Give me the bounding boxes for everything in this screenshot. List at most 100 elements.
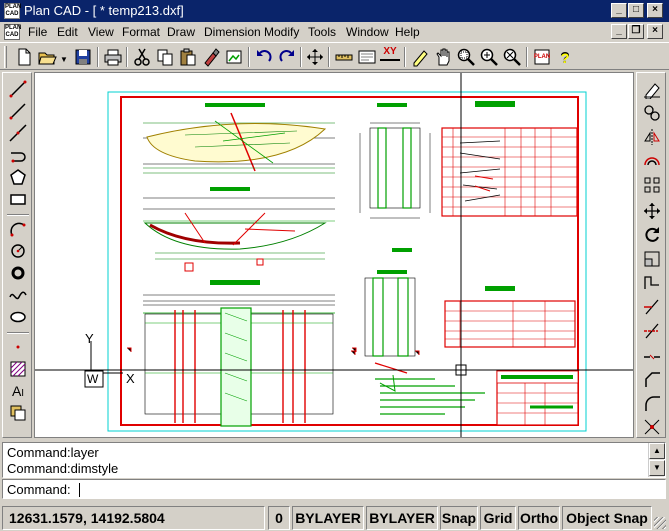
chamfer-icon[interactable] xyxy=(642,369,662,389)
offset-icon[interactable] xyxy=(642,151,662,171)
save-icon[interactable] xyxy=(73,47,93,67)
print-icon[interactable] xyxy=(103,47,123,67)
array-icon[interactable] xyxy=(642,175,662,195)
grid-toggle[interactable]: Grid xyxy=(480,506,516,530)
elevation-view-1[interactable] xyxy=(143,187,335,272)
menu-format[interactable]: Format xyxy=(122,25,161,39)
pan-3d-icon[interactable] xyxy=(305,47,325,67)
command-line[interactable]: Command: xyxy=(2,479,666,499)
spline-icon[interactable] xyxy=(8,285,28,305)
document-restore-button[interactable]: ❐ xyxy=(628,24,644,39)
match-properties-icon[interactable] xyxy=(201,47,221,67)
help-icon[interactable]: ?? xyxy=(555,47,575,67)
text-icon[interactable]: AI xyxy=(11,383,25,399)
snap-toggle[interactable]: Snap xyxy=(440,506,478,530)
current-layer[interactable]: 0 xyxy=(268,506,290,530)
undo-icon[interactable] xyxy=(254,47,274,67)
point-icon[interactable] xyxy=(8,337,28,357)
circle-icon[interactable] xyxy=(8,241,28,261)
zoom-extents-icon[interactable] xyxy=(502,47,522,67)
measure-icon[interactable] xyxy=(334,47,354,67)
zoom-realtime-icon[interactable] xyxy=(479,47,499,67)
toolbar-grip[interactable] xyxy=(4,46,7,68)
open-dropdown-arrow[interactable]: ▼ xyxy=(60,55,68,64)
extend-icon[interactable] xyxy=(642,321,662,341)
current-color[interactable]: BYLAYER xyxy=(292,506,364,530)
hatch-icon[interactable] xyxy=(8,359,28,379)
title-block[interactable] xyxy=(496,370,579,426)
erase-icon[interactable] xyxy=(642,79,662,99)
drawing-frame[interactable] xyxy=(120,96,579,426)
rectangle-icon[interactable] xyxy=(8,189,28,209)
copy-icon[interactable] xyxy=(155,47,175,67)
ellipse-icon[interactable] xyxy=(8,307,28,327)
menu-dimension[interactable]: Dimension xyxy=(204,25,261,39)
command-history[interactable]: Command:layer Command:dimstyle ▲ ▼ xyxy=(2,442,666,478)
close-button[interactable]: × xyxy=(647,3,663,18)
ray-icon[interactable] xyxy=(8,101,28,121)
bill-of-materials-table[interactable] xyxy=(441,101,578,217)
stretch-icon[interactable] xyxy=(642,273,662,293)
explode-icon[interactable] xyxy=(642,417,662,437)
menu-draw[interactable]: Draw xyxy=(167,25,196,39)
trim-icon[interactable] xyxy=(642,297,662,317)
paint-icon[interactable] xyxy=(224,47,244,67)
pan-hand-icon[interactable] xyxy=(433,47,453,67)
menu-view[interactable]: View xyxy=(88,25,114,39)
menu-file[interactable]: File xyxy=(28,25,48,39)
redo-icon[interactable] xyxy=(277,47,297,67)
move-icon[interactable] xyxy=(642,201,662,221)
polyline-icon[interactable] xyxy=(8,145,28,165)
ortho-toggle[interactable]: Ortho xyxy=(518,506,560,530)
open-file-icon[interactable] xyxy=(37,47,57,67)
minimize-button[interactable]: _ xyxy=(611,3,627,18)
menu-edit[interactable]: Edit xyxy=(57,25,78,39)
polygon-icon[interactable] xyxy=(8,167,28,187)
new-file-icon[interactable] xyxy=(14,47,34,67)
insert-block-icon[interactable] xyxy=(8,403,28,423)
command-history-line: Command:layer xyxy=(7,445,99,460)
resize-grip[interactable] xyxy=(654,517,666,529)
maximize-button[interactable]: □ xyxy=(628,3,644,18)
zoom-window-icon[interactable] xyxy=(456,47,476,67)
edit-text-icon[interactable] xyxy=(410,47,430,67)
command-input[interactable] xyxy=(79,481,639,497)
object-properties-icon[interactable] xyxy=(357,47,377,67)
detail-view-bottom[interactable] xyxy=(351,270,420,392)
command-history-scrollbar[interactable]: ▲ ▼ xyxy=(648,443,665,477)
plan-view[interactable] xyxy=(143,103,335,174)
line-icon[interactable] xyxy=(8,79,28,99)
current-linetype[interactable]: BYLAYER xyxy=(366,506,438,530)
scale-icon[interactable] xyxy=(642,249,662,269)
ucs-icon xyxy=(84,341,123,388)
cad-info-icon[interactable]: PLAN xyxy=(532,47,552,67)
drawing-canvas[interactable]: Y X W xyxy=(34,72,634,438)
section-view[interactable] xyxy=(127,280,357,427)
document-close-button[interactable]: × xyxy=(647,24,663,39)
copy-object-icon[interactable] xyxy=(642,103,662,123)
document-minimize-button[interactable]: _ xyxy=(611,24,627,39)
fillet-icon[interactable] xyxy=(642,393,662,413)
donut-icon[interactable] xyxy=(8,263,28,283)
notes-table[interactable] xyxy=(444,286,576,348)
menu-tools[interactable]: Tools xyxy=(308,25,337,39)
scroll-down-arrow-icon[interactable]: ▼ xyxy=(649,460,665,476)
arc-icon[interactable] xyxy=(8,219,28,239)
object-snap-toggle[interactable]: Object Snap xyxy=(562,506,652,530)
menu-help[interactable]: Help xyxy=(395,25,420,39)
xy-coordinates-button[interactable]: XY xyxy=(380,47,400,67)
detail-view-top[interactable] xyxy=(359,103,431,252)
rotate-icon[interactable] xyxy=(642,225,662,245)
paste-icon[interactable] xyxy=(178,47,198,67)
cut-icon[interactable] xyxy=(132,47,152,67)
break-icon[interactable] xyxy=(642,345,662,365)
mirror-icon[interactable] xyxy=(642,127,662,147)
menu-modify[interactable]: Modify xyxy=(264,25,300,39)
construction-line-icon[interactable] xyxy=(8,123,28,143)
menu-window[interactable]: Window xyxy=(346,25,389,39)
scroll-up-arrow-icon[interactable]: ▲ xyxy=(649,443,665,459)
